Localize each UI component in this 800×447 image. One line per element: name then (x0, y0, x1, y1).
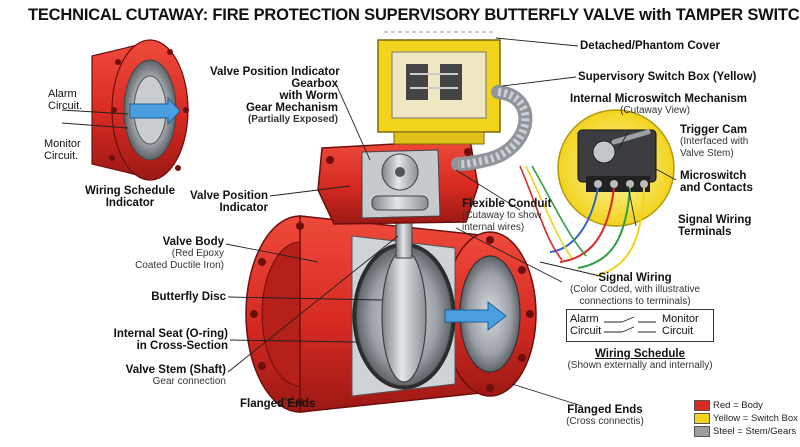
conduit-sub2: internal wires) (462, 222, 525, 233)
flanged-right-label: Flanged Ends (Cross connectis) (560, 404, 650, 428)
legend-yellow: Yellow = Switch Box (694, 413, 798, 424)
switchbox-label: Supervisory Switch Box (Yellow) (578, 71, 757, 83)
legend-steel: Steel = Stem/Gears (694, 426, 796, 437)
micro-sub: (Cutaway View) (620, 105, 690, 116)
cam-sub1: (Interfaced with (680, 136, 749, 147)
ws-alarm-label: Alarm Circuit (570, 313, 601, 337)
ws-title: Wiring Schedule (595, 348, 685, 360)
signal-sub1: (Color Coded, with illustrative (569, 284, 701, 295)
body-title: Valve Body (162, 236, 224, 248)
gearbox-line2: Gearbox (291, 78, 338, 90)
inset-monitor-line2: Circuit. (44, 150, 79, 162)
stem-label: Valve Stem (Shaft) Gear connection (110, 364, 226, 388)
microswitch-line2: and Contacts (680, 182, 753, 194)
signal-title: Signal Wiring (598, 272, 672, 284)
body-label: Valve Body (Red Epoxy Coated Ductile Iro… (120, 236, 224, 272)
ws-monitor-label: Monitor Circuit (662, 313, 699, 337)
body-sub2: Coated Ductile Iron) (135, 260, 224, 271)
signal-label: Signal Wiring (Color Coded, with illustr… (540, 272, 730, 308)
legend-steel-text: Steel = Stem/Gears (713, 426, 797, 438)
vpi-label: Valve Position Indicator (168, 190, 268, 214)
stem-title: Valve Stem (Shaft) (125, 364, 226, 376)
gearbox-label: Valve Position Indicator Gearbox with Wo… (210, 66, 340, 126)
inset-caption-line2: Indicator (105, 197, 155, 209)
gearbox-line4: Gear Mechanism (245, 102, 338, 114)
terminals-label: Signal Wiring Terminals (678, 214, 751, 238)
leader-lines (225, 37, 677, 407)
legend-red-text: Red = Body (713, 400, 763, 412)
inset-alarm-line2: Circuit. (48, 100, 83, 112)
valve-drawing (245, 31, 537, 413)
flanged-right-sub: (Cross connectis) (566, 416, 644, 427)
ws-monitor-line1: Monitor (662, 313, 699, 325)
inset-monitor-line1: Monitor (44, 138, 81, 150)
terminals-line1: Signal Wiring (678, 214, 752, 226)
conduit-sub1: (Cutaway to show (462, 210, 542, 221)
body-sub1: (Red Epoxy (171, 248, 224, 259)
legend-yellow-swatch (694, 413, 710, 424)
ws-sub: (Shown externally and internally) (567, 360, 713, 371)
vpi-line2: Indicator (219, 202, 268, 214)
microswitch-label: Microswitch and Contacts (680, 170, 753, 194)
microswitch-inset-drawing (519, 109, 675, 277)
gearbox-line1: Valve Position Indicator (210, 66, 340, 78)
legend-steel-swatch (694, 426, 710, 437)
terminals-line2: Terminals (678, 226, 732, 238)
flanged-left-label: Flanged Ends (240, 398, 316, 410)
wiring-schedule-box (566, 309, 714, 342)
inset-indicator-drawing (61, 39, 189, 181)
inset-caption-line1: Wiring Schedule (85, 185, 175, 197)
conduit-title: Flexible Conduit (462, 198, 552, 210)
inset-monitor-label: Monitor Circuit. (44, 138, 81, 162)
legend-yellow-text: Yellow = Switch Box (713, 413, 798, 425)
cover-label: Detached/Phantom Cover (580, 40, 720, 52)
inset-alarm-line1: Alarm (48, 88, 77, 100)
micro-title: Internal Microswitch Mechanism (570, 93, 748, 105)
ws-alarm-line1: Alarm (570, 313, 599, 325)
vpi-line1: Valve Position (190, 190, 268, 202)
gearbox-line3: with Worm (279, 90, 338, 102)
cam-title: Trigger Cam (680, 124, 748, 136)
legend-red: Red = Body (694, 400, 763, 411)
conduit-label: Flexible Conduit (Cutaway to show intern… (462, 198, 551, 234)
inset-caption: Wiring Schedule Indicator (80, 185, 180, 209)
seat-line2: in Cross-Section (136, 340, 228, 352)
seat-label: Internal Seat (O-ring) in Cross-Section (100, 328, 228, 352)
ws-caption: Wiring Schedule (Shown externally and in… (548, 348, 732, 372)
signal-sub2: connections to terminals) (579, 296, 691, 307)
flanged-right-title: Flanged Ends (567, 404, 643, 416)
cam-label: Trigger Cam (Interfaced with Valve Stem) (680, 124, 748, 160)
page-title: TECHNICAL CUTAWAY: FIRE PROTECTION SUPER… (28, 6, 800, 24)
seat-line1: Internal Seat (O-ring) (113, 328, 228, 340)
disc-label: Butterfly Disc (151, 291, 226, 303)
gearbox-sub: (Partially Exposed) (247, 114, 338, 125)
micro-label: Internal Microswitch Mechanism (Cutaway … (570, 93, 748, 117)
inset-alarm-label: Alarm Circuit. (48, 88, 82, 112)
microswitch-line1: Microswitch (680, 170, 747, 182)
stem-sub: Gear connection (152, 376, 226, 387)
legend-red-swatch (694, 400, 710, 411)
ws-monitor-line2: Circuit (662, 325, 694, 337)
ws-alarm-line2: Circuit (570, 325, 602, 337)
cam-sub2: Valve Stem) (680, 148, 734, 159)
